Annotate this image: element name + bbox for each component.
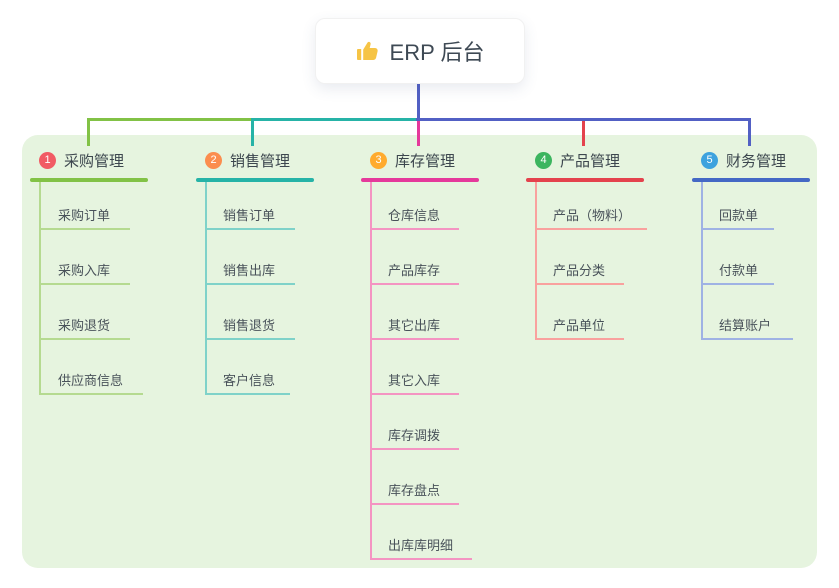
branch-2-child-trunk [205, 182, 207, 395]
root-label: ERP 后台 [389, 40, 485, 65]
leaf-underline [370, 448, 459, 450]
background-panel [22, 135, 817, 568]
branch-3-label: 库存管理 [395, 152, 456, 170]
leaf-node[interactable]: 客户信息 [223, 373, 276, 388]
leaf-underline [701, 283, 774, 285]
branch-4-child-trunk [535, 182, 537, 340]
leaf-node[interactable]: 采购订单 [58, 208, 111, 223]
branch-5-label: 财务管理 [726, 152, 787, 170]
branch-4-label: 产品管理 [560, 152, 621, 170]
thumbs-up-icon [356, 39, 380, 63]
leaf-underline [205, 393, 290, 395]
branch-1-label: 采购管理 [64, 152, 125, 170]
leaf-underline [701, 338, 793, 340]
leaf-node[interactable]: 销售出库 [223, 263, 276, 278]
branch-5-header[interactable]: 5 财务管理 [701, 150, 786, 170]
trunk-line-branch-1 [87, 118, 253, 121]
leaf-underline [39, 228, 130, 230]
branch-1-header[interactable]: 1 采购管理 [39, 150, 124, 170]
leaf-underline [205, 228, 295, 230]
leaf-node[interactable]: 供应商信息 [58, 373, 124, 388]
leaf-node[interactable]: 库存盘点 [388, 483, 441, 498]
branch-3-underline [361, 178, 479, 182]
drop-line-branch-2 [251, 118, 254, 146]
leaf-underline [370, 558, 472, 560]
leaf-underline [39, 338, 130, 340]
leaf-node[interactable]: 回款单 [719, 208, 759, 223]
leaf-underline [370, 338, 459, 340]
drop-line-branch-5 [748, 118, 751, 146]
branch-4-underline [526, 178, 644, 182]
leaf-node[interactable]: 产品（物料） [553, 208, 632, 223]
leaf-underline [370, 283, 459, 285]
drop-line-branch-3 [417, 121, 420, 146]
leaf-underline [535, 338, 624, 340]
leaf-node[interactable]: 出库库明细 [388, 538, 454, 553]
leaf-node[interactable]: 销售退货 [223, 318, 276, 333]
drop-line-branch-1 [87, 118, 90, 146]
leaf-node[interactable]: 其它出库 [388, 318, 441, 333]
leaf-underline [535, 283, 624, 285]
leaf-node[interactable]: 仓库信息 [388, 208, 441, 223]
leaf-underline [39, 283, 130, 285]
leaf-underline [39, 393, 143, 395]
branch-1-number-badge: 1 [39, 151, 56, 169]
leaf-node[interactable]: 库存调拨 [388, 428, 441, 443]
branch-3-header[interactable]: 3 库存管理 [370, 150, 455, 170]
leaf-underline [535, 228, 647, 230]
leaf-node[interactable]: 产品库存 [388, 263, 441, 278]
leaf-node[interactable]: 采购入库 [58, 263, 111, 278]
leaf-underline [205, 338, 295, 340]
leaf-node[interactable]: 产品分类 [553, 263, 606, 278]
root-node[interactable]: ERP 后台 [315, 18, 525, 84]
branch-2-number-badge: 2 [205, 151, 222, 169]
branch-5-number-badge: 5 [701, 151, 718, 169]
leaf-underline [370, 503, 459, 505]
branch-2-header[interactable]: 2 销售管理 [205, 150, 290, 170]
branch-1-child-trunk [39, 182, 41, 395]
branch-5-child-trunk [701, 182, 703, 340]
branch-4-header[interactable]: 4 产品管理 [535, 150, 620, 170]
leaf-underline [701, 228, 774, 230]
trunk-line-branch-2 [251, 118, 418, 121]
branch-5-underline [692, 178, 810, 182]
branch-2-label: 销售管理 [230, 152, 291, 170]
leaf-node[interactable]: 其它入库 [388, 373, 441, 388]
root-connector-line [417, 82, 420, 119]
leaf-node[interactable]: 产品单位 [553, 318, 606, 333]
branch-4-number-badge: 4 [535, 151, 552, 169]
leaf-node[interactable]: 结算账户 [719, 318, 772, 333]
drop-line-branch-4 [582, 121, 585, 146]
branch-1-underline [30, 178, 148, 182]
branch-2-underline [196, 178, 314, 182]
leaf-node[interactable]: 采购退货 [58, 318, 111, 333]
leaf-node[interactable]: 付款单 [719, 263, 759, 278]
trunk-line-right [416, 118, 751, 121]
leaf-underline [370, 393, 459, 395]
leaf-underline [370, 228, 459, 230]
branch-3-number-badge: 3 [370, 151, 387, 169]
leaf-underline [205, 283, 295, 285]
leaf-node[interactable]: 销售订单 [223, 208, 276, 223]
branch-3-child-trunk [370, 182, 372, 560]
